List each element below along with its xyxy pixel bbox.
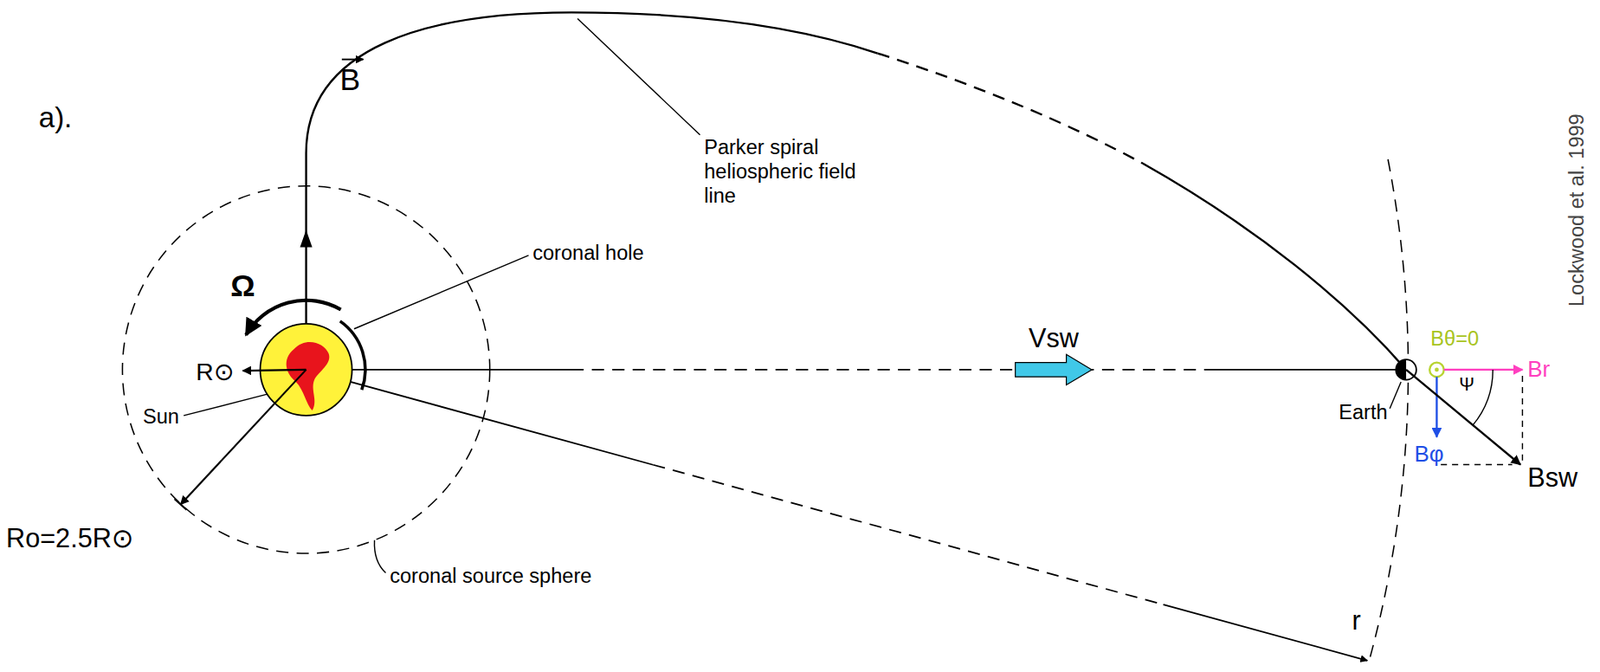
tick-mark bbox=[174, 498, 188, 510]
radius-arrow bbox=[180, 369, 307, 505]
angle-label: Ψ bbox=[1458, 373, 1475, 395]
component-guide bbox=[1522, 375, 1523, 462]
component-label: Bθ=0 bbox=[1430, 326, 1479, 351]
leader-line bbox=[577, 18, 700, 135]
vector-label: B bbox=[339, 61, 361, 98]
callout-label: coronal hole bbox=[532, 240, 644, 265]
sun-earth-line bbox=[352, 368, 572, 371]
radial-component-arrow bbox=[1444, 368, 1523, 371]
leader-line bbox=[374, 540, 386, 574]
callout-label: coronal source sphere bbox=[389, 563, 592, 588]
credit-watermark: Lockwood et al. 1999 bbox=[1567, 113, 1588, 307]
component-label: Br bbox=[1527, 355, 1550, 383]
dimension-label: r bbox=[1352, 604, 1362, 637]
vector-label: Bsw bbox=[1527, 461, 1578, 494]
parker-spiral-line bbox=[306, 12, 878, 323]
sun-earth-line bbox=[1204, 368, 1397, 371]
coronal-hole-region bbox=[286, 341, 330, 411]
azimuthal-component-arrow bbox=[1435, 376, 1438, 438]
callout-label: Sun bbox=[142, 404, 180, 429]
parker-spiral-line bbox=[1142, 163, 1407, 370]
panel-letter: a). bbox=[38, 100, 73, 136]
field-direction-arrowhead bbox=[300, 229, 313, 247]
vector-arrow bbox=[341, 58, 364, 61]
vector-label: Vsw bbox=[1028, 322, 1079, 355]
rotation-arrow bbox=[245, 300, 341, 336]
parker-spiral-line bbox=[877, 53, 1143, 164]
callout-label: Parker spiral heliospheric field line bbox=[703, 135, 858, 209]
radius-line bbox=[652, 464, 1163, 605]
radius-arrow bbox=[243, 369, 307, 371]
component-label: Bφ bbox=[1414, 440, 1445, 468]
angle-arc bbox=[1472, 369, 1493, 426]
component-guide bbox=[1440, 464, 1513, 465]
symbol-label: Ω bbox=[230, 267, 255, 304]
earth-night-side bbox=[1395, 359, 1407, 381]
solar-wind-arrow bbox=[1015, 354, 1092, 385]
radius-arrow bbox=[1163, 604, 1368, 661]
leader-line bbox=[1389, 381, 1401, 409]
leader-line bbox=[354, 255, 530, 330]
callout-label: Earth bbox=[1338, 400, 1388, 425]
out-of-plane-dot bbox=[1434, 367, 1439, 373]
coronal-hole-arc bbox=[340, 321, 366, 390]
leader-line bbox=[183, 393, 268, 416]
dimension-label: Ro=2.5R⊙ bbox=[6, 522, 134, 555]
radius-line bbox=[306, 369, 654, 465]
sun-earth-line bbox=[571, 368, 1205, 371]
symbol-label: R⊙ bbox=[195, 357, 234, 388]
out-of-plane-symbol bbox=[1429, 362, 1445, 378]
